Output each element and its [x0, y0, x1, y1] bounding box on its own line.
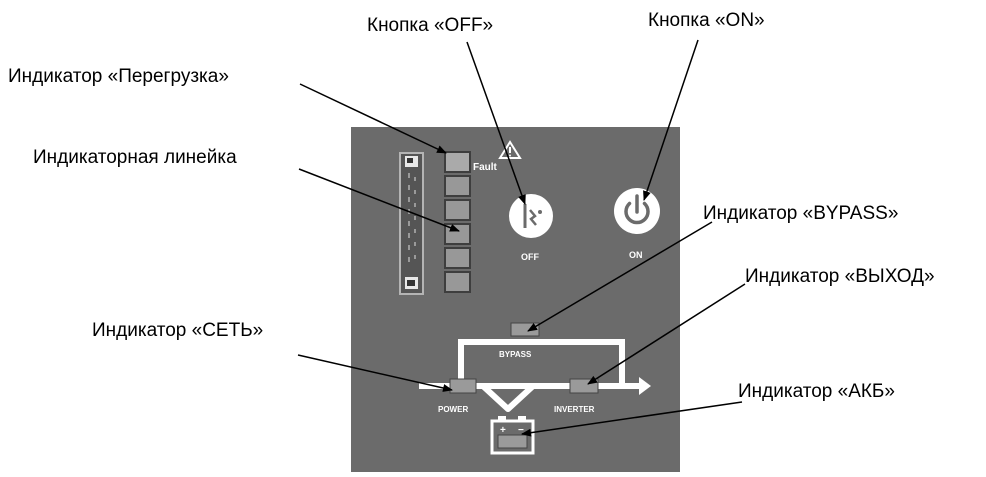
leader-off	[466, 41, 526, 205]
on-label: ON	[629, 250, 643, 260]
battery-led	[497, 434, 528, 449]
bargraph-led-2	[444, 199, 471, 221]
off-button[interactable]	[509, 194, 553, 238]
callout-mains-indicator: Индикатор «СЕТЬ»	[92, 320, 264, 341]
fault-label: Fault	[473, 162, 498, 173]
callout-battery-indicator: Индикатор «АКБ»	[738, 381, 895, 402]
callout-on-button: Кнопка «ON»	[648, 10, 765, 31]
leader-overload	[299, 83, 447, 154]
bargraph-led-4	[444, 247, 471, 269]
callout-overload-indicator: Индикатор «Перегрузка»	[8, 66, 229, 87]
leader-mains	[297, 354, 453, 392]
power-label: POWER	[438, 405, 468, 414]
battery-plus-label: +	[500, 425, 506, 436]
power-flow-diagram	[419, 322, 651, 412]
callout-output-indicator: Индикатор «ВЫХОД»	[745, 266, 935, 287]
callout-bargraph: Индикаторная линейка	[33, 147, 237, 168]
bargraph-led-1	[444, 175, 471, 197]
leader-output	[587, 283, 746, 385]
panel-graphics: Fault OFF ON	[399, 140, 660, 455]
bypass-label: BYPASS	[499, 350, 532, 359]
leader-bypass	[527, 221, 713, 332]
inverter-label: INVERTER	[554, 405, 595, 414]
leader-bargraph	[298, 168, 460, 232]
leader-on	[643, 39, 699, 201]
power-icon	[624, 194, 650, 225]
bargraph-led-5	[444, 271, 471, 293]
battery-minus-label: −	[518, 425, 524, 436]
leader-battery	[521, 401, 743, 437]
overload-led	[444, 151, 471, 173]
off-label: OFF	[521, 252, 539, 262]
ups-front-panel: Fault OFF ON	[351, 127, 680, 472]
battery-icon	[490, 416, 535, 455]
led-column	[444, 151, 471, 293]
bargraph-strip	[399, 152, 424, 295]
callout-off-button: Кнопка «OFF»	[367, 15, 494, 36]
callout-bypass-indicator: Индикатор «BYPASS»	[703, 203, 899, 224]
bypass-off-icon	[523, 204, 542, 228]
